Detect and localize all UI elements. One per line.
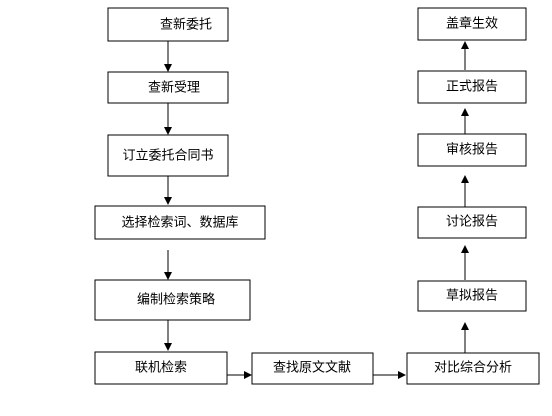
node-find-originals-label: 查找原文文献 <box>273 361 351 376</box>
node-strategy: 编制检索策略 <box>94 279 251 321</box>
node-accept: 查新受理 <box>107 71 229 104</box>
node-discuss-report: 讨论报告 <box>417 206 527 239</box>
node-seal-label: 盖章生效 <box>446 16 498 32</box>
node-analysis-label: 对比综合分析 <box>434 361 512 376</box>
node-draft-report: 草拟报告 <box>417 280 527 312</box>
node-online-search: 联机检索 <box>94 351 228 385</box>
node-strategy-label: 编制检索策略 <box>137 292 215 308</box>
node-commission: 查新委托 <box>107 7 229 42</box>
node-online-search-label: 联机检索 <box>135 361 187 376</box>
node-formal-report: 正式报告 <box>417 70 527 104</box>
node-find-originals: 查找原文文献 <box>251 352 374 385</box>
node-draft-report-label: 草拟报告 <box>446 289 498 304</box>
node-accept-label: 查新受理 <box>148 80 200 96</box>
node-discuss-report-label: 讨论报告 <box>446 215 498 230</box>
node-analysis: 对比综合分析 <box>406 352 540 385</box>
node-review-report: 审核报告 <box>417 133 527 167</box>
node-seal: 盖章生效 <box>417 7 527 41</box>
node-select-terms: 选择检索词、数据库 <box>94 205 266 240</box>
node-formal-report-label: 正式报告 <box>446 80 498 95</box>
node-contract: 订立委托合同书 <box>107 134 229 177</box>
edges <box>164 41 469 379</box>
node-select-terms-label: 选择检索词、数据库 <box>121 215 238 231</box>
node-review-report-label: 审核报告 <box>446 143 498 158</box>
node-contract-label: 订立委托合同书 <box>122 149 213 164</box>
node-commission-label: 查新委托 <box>160 17 212 33</box>
